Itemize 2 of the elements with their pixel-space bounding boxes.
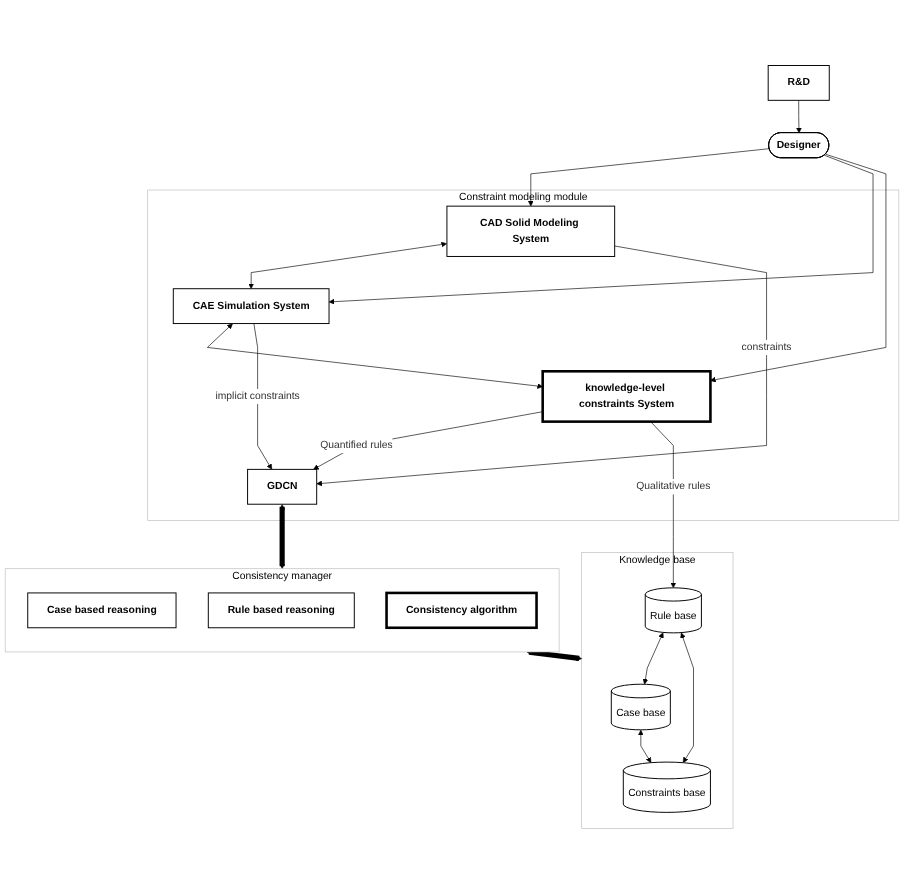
arrow: [526, 649, 582, 661]
arrow: [279, 504, 285, 569]
